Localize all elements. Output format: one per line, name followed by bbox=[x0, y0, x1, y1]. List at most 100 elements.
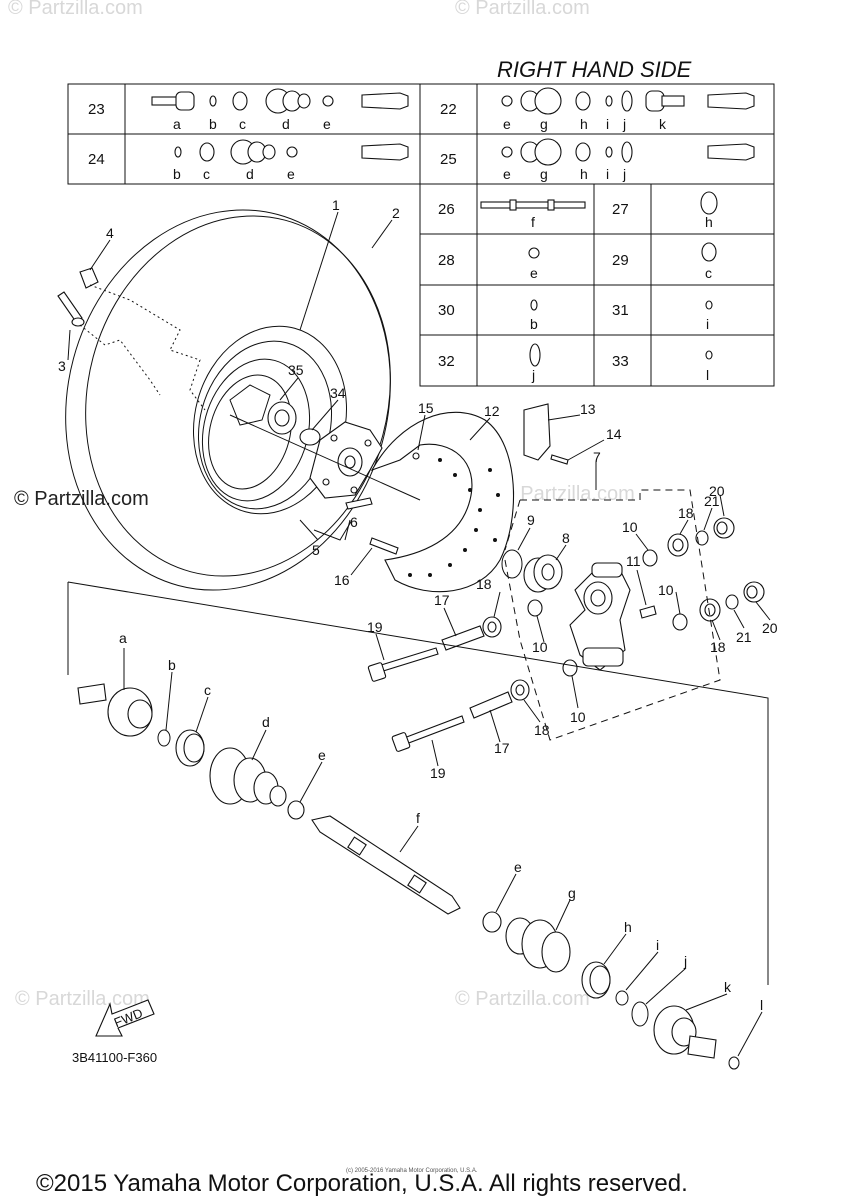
kit-29-letter: c bbox=[705, 265, 712, 281]
bushing-18-left-lower-icon bbox=[510, 679, 530, 701]
kit-25-letter-j: j bbox=[622, 166, 626, 182]
callout-a: a bbox=[119, 630, 127, 646]
collar-17-lower-icon bbox=[469, 691, 513, 719]
valve-leader-line bbox=[89, 284, 206, 411]
kit-25-letter-i: i bbox=[606, 166, 609, 182]
kit-25-number: 25 bbox=[440, 151, 457, 168]
callout-3: 3 bbox=[58, 358, 66, 374]
callout-e-upper: e bbox=[318, 747, 326, 763]
kit-table: 23 a b c d e 22 e g h i j k bbox=[67, 83, 775, 387]
watermark-top-right: © Partzilla.com bbox=[455, 0, 590, 19]
watermark-bottom-right: © Partzilla.com bbox=[455, 988, 590, 1010]
callout-4: 4 bbox=[106, 225, 114, 241]
callout-18-bottom-right: 18 bbox=[710, 639, 726, 655]
callout-8: 8 bbox=[562, 530, 570, 546]
bushing-18-left-upper-icon bbox=[482, 616, 502, 638]
kit-22-icons bbox=[501, 87, 755, 115]
hub-icon bbox=[309, 421, 383, 499]
callout-13: 13 bbox=[580, 401, 596, 417]
ring-l-icon bbox=[728, 1056, 740, 1070]
kit-30-ring-icon bbox=[530, 299, 538, 311]
watermark-bottom-left: © Partzilla.com bbox=[15, 988, 150, 1010]
valve-stem-leader-line bbox=[79, 324, 161, 396]
clamp-c-icon bbox=[175, 729, 205, 767]
bushing-18-top-right-icon bbox=[667, 533, 689, 557]
nut-20-bottom-icon bbox=[743, 581, 765, 603]
kit-23-letter-c: c bbox=[239, 116, 246, 132]
callout-k: k bbox=[724, 979, 732, 995]
watermark-mid: © Partzilla.com bbox=[500, 483, 635, 505]
callout-35: 35 bbox=[288, 362, 304, 378]
kit-22-letter-h: h bbox=[580, 116, 588, 132]
grease-nipple-icon bbox=[639, 605, 657, 619]
kit-23-icons bbox=[151, 88, 409, 114]
boot-g-icon bbox=[505, 917, 571, 973]
kit-26-letter: f bbox=[531, 214, 535, 230]
kit-22-letter-j: j bbox=[622, 116, 626, 132]
bolt-19-upper-icon bbox=[367, 647, 439, 682]
callout-6: 6 bbox=[350, 514, 358, 530]
clamp-h-icon bbox=[581, 961, 611, 999]
kit-24-letter-e: e bbox=[287, 166, 295, 182]
washer-21-top-icon bbox=[695, 530, 709, 546]
callout-20-top: 20 bbox=[709, 483, 725, 499]
callout-18-top-right: 18 bbox=[678, 505, 694, 521]
callout-20-bottom: 20 bbox=[762, 620, 778, 636]
fine-print: (c) 2005-2016 Yamaha Motor Corporation, … bbox=[346, 1168, 478, 1174]
callout-21-top: 21 bbox=[704, 493, 720, 509]
axle-centerline bbox=[229, 414, 421, 501]
watermark-top-left: © Partzilla.com bbox=[8, 0, 143, 19]
callout-l: l bbox=[760, 997, 763, 1013]
kit-22-letter-k: k bbox=[659, 116, 667, 132]
kit-23-letter-b: b bbox=[209, 116, 217, 132]
kit-25-letter-h: h bbox=[580, 166, 588, 182]
callout-b: b bbox=[168, 657, 176, 673]
callout-21-bottom: 21 bbox=[736, 629, 752, 645]
boot-d-icon bbox=[209, 747, 287, 807]
bolt-19-lower-icon bbox=[391, 715, 465, 752]
callout-d: d bbox=[262, 714, 270, 730]
kit-33-letter: l bbox=[706, 367, 709, 383]
circlip-9-icon bbox=[501, 549, 523, 579]
callout-17-lower: 17 bbox=[494, 740, 510, 756]
kit-23-letter-a: a bbox=[173, 116, 181, 132]
seal-10-left-icon bbox=[527, 599, 543, 617]
callout-11: 11 bbox=[626, 553, 641, 569]
nut-20-top-icon bbox=[713, 517, 735, 539]
callout-i: i bbox=[656, 937, 659, 953]
callout-34: 34 bbox=[330, 385, 346, 401]
callout-5: 5 bbox=[312, 542, 320, 558]
diagram-code: 3B41100-F360 bbox=[72, 1050, 157, 1065]
callout-j: j bbox=[683, 953, 687, 969]
leader-lines bbox=[67, 211, 771, 1057]
callout-h: h bbox=[624, 919, 632, 935]
kit-24-letter-b: b bbox=[173, 166, 181, 182]
knuckle-icon bbox=[569, 562, 631, 671]
ring-b-icon bbox=[157, 729, 171, 747]
kit-22-letter-e: e bbox=[503, 116, 511, 132]
guard-plate-icon bbox=[523, 403, 551, 461]
kit-24-number: 24 bbox=[88, 151, 105, 168]
collar-17-upper-icon bbox=[441, 625, 485, 651]
valve-stem-icon bbox=[57, 291, 85, 327]
kit-28-letter: e bbox=[530, 265, 538, 281]
kit-23-letter-e: e bbox=[323, 116, 331, 132]
callout-10-top: 10 bbox=[622, 519, 638, 535]
seal-10-top-icon bbox=[642, 549, 658, 567]
kit-28-clamp-icon bbox=[528, 247, 540, 259]
callout-15: 15 bbox=[418, 400, 434, 416]
callout-12: 12 bbox=[484, 403, 500, 419]
kit-32-number: 32 bbox=[438, 353, 455, 370]
kit-31-letter: i bbox=[706, 316, 709, 332]
kit-24-icons bbox=[174, 139, 409, 165]
kit-24-letter-c: c bbox=[203, 166, 210, 182]
kit-27-number: 27 bbox=[612, 201, 629, 218]
callout-19-upper: 19 bbox=[367, 619, 383, 635]
clamp-e-lower-icon bbox=[482, 911, 502, 933]
kit-30-letter: b bbox=[530, 316, 538, 332]
kit-33-number: 33 bbox=[612, 353, 629, 370]
callout-1: 1 bbox=[332, 197, 340, 213]
callout-10-bottom: 10 bbox=[570, 709, 586, 725]
kit-30-number: 30 bbox=[438, 302, 455, 319]
washer-21-bottom-icon bbox=[725, 594, 739, 610]
